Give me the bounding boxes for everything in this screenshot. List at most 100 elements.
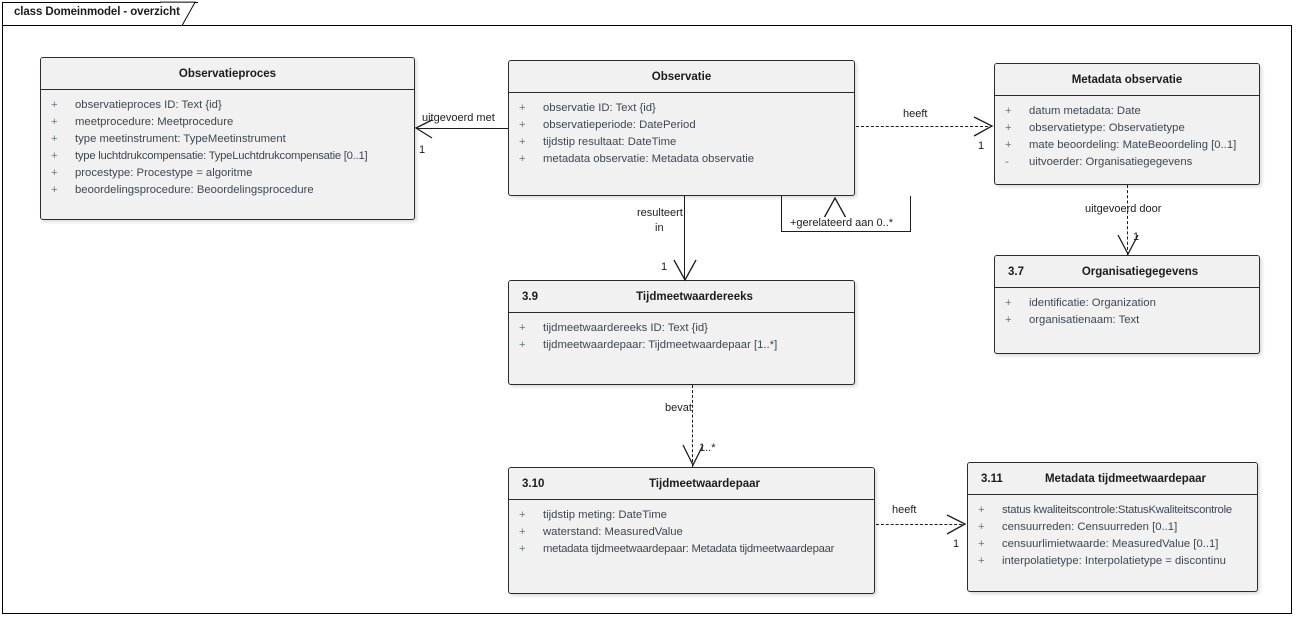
attribute-text: identificatie: Organization — [1029, 297, 1156, 309]
visibility-marker: + — [978, 555, 985, 567]
connector-label-gerelateerd-aan: +gerelateerd aan 0..* — [788, 217, 896, 229]
class-title-observatieproces: Observatieproces — [178, 67, 277, 80]
class-box-metadata-tijdmeetwaardepaar[interactable]: 3.11 Metadata tijdmeetwaardepaar + statu… — [967, 462, 1258, 592]
visibility-marker: + — [519, 322, 526, 334]
visibility-marker: + — [519, 526, 526, 538]
attribute-row: + tijdmeetwaardereeks ID: Text {id} — [509, 320, 854, 337]
attribute-text: type meetinstrument: TypeMeetinstrument — [75, 133, 286, 145]
visibility-marker: + — [519, 102, 526, 114]
class-box-metadata-observatie[interactable]: Metadata observatie + datum metadata: Da… — [994, 63, 1260, 185]
open-arrowhead-icon-bevat — [682, 444, 704, 467]
class-title-metadata-tijdmeetwaardepaar: Metadata tijdmeetwaardepaar — [1044, 472, 1207, 485]
visibility-marker: + — [978, 521, 985, 533]
connector-multiplicity-bevat: 1..* — [699, 442, 716, 454]
class-header-tijdmeetwaardepaar: 3.10 Tijdmeetwaardepaar — [509, 468, 874, 500]
class-box-organisatiegegevens[interactable]: 3.7 Organisatiegegevens + identificatie:… — [994, 255, 1260, 354]
attribute-row: + observatieproces ID: Text {id} — [41, 97, 414, 114]
connector-multiplicity-uitgevoerd-met: 1 — [419, 144, 426, 156]
visibility-marker: + — [1005, 297, 1012, 309]
visibility-marker: + — [1005, 314, 1012, 326]
attribute-row: + censuurreden: Censuurreden [0..1] — [968, 519, 1257, 536]
attribute-text: type luchtdrukcompensatie: TypeLuchtdruk… — [75, 150, 368, 162]
attribute-text: metadata tijdmeetwaardepaar: Metadata ti… — [543, 543, 835, 555]
class-box-observatieproces[interactable]: Observatieproces + observatieproces ID: … — [40, 57, 415, 220]
class-title-tijdmeetwaardereeks: Tijdmeetwaardereeks — [636, 290, 753, 303]
class-box-tijdmeetwaardereeks[interactable]: 3.9 Tijdmeetwaardereeks + tijdmeetwaarde… — [508, 280, 855, 385]
class-title-tijdmeetwaardepaar: Tijdmeetwaardepaar — [648, 477, 760, 490]
attribute-row: + type meetinstrument: TypeMeetinstrumen… — [41, 131, 414, 148]
class-header-metadata-tijdmeetwaardepaar: 3.11 Metadata tijdmeetwaardepaar — [968, 463, 1257, 495]
visibility-marker: + — [51, 184, 58, 196]
class-header-observatie: Observatie — [509, 61, 854, 93]
attribute-text: tijdstip resultaat: DateTime — [543, 136, 677, 148]
attribute-row: + interpolatietype: Interpolatietype = d… — [968, 553, 1257, 570]
attribute-text: censuurlimietwaarde: MeasuredValue [0..1… — [1002, 538, 1219, 550]
attribute-row: + identificatie: Organization — [995, 295, 1259, 312]
attribute-row: + observatieperiode: DatePeriod — [509, 117, 854, 134]
class-attributes-organisatiegegevens: + identificatie: Organization + organisa… — [995, 288, 1259, 336]
visibility-marker: + — [51, 133, 58, 145]
visibility-marker: + — [51, 150, 58, 162]
attribute-row: - uitvoerder: Organisatiegegevens — [995, 154, 1259, 171]
attribute-row: + tijdmeetwaardepaar: Tijdmeetwaardepaar… — [509, 337, 854, 354]
visibility-marker: + — [51, 116, 58, 128]
class-header-metadata-observatie: Metadata observatie — [995, 64, 1259, 96]
class-box-tijdmeetwaardepaar[interactable]: 3.10 Tijdmeetwaardepaar + tijdstip metin… — [508, 467, 875, 594]
open-arrowhead-icon-heeft-metadata-observatie — [973, 116, 994, 137]
class-header-organisatiegegevens: 3.7 Organisatiegegevens — [995, 256, 1259, 288]
attribute-row: + metadata observatie: Metadata observat… — [509, 151, 854, 168]
open-arrowhead-icon-uitgevoerd-door — [1117, 234, 1139, 256]
attribute-row: + status kwaliteitscontrole:StatusKwalit… — [968, 502, 1257, 519]
class-number-organisatiegegevens: 3.7 — [1008, 265, 1024, 278]
connector-label-resulteert-in-line1: resulteert — [637, 207, 683, 219]
class-title-observatie: Observatie — [651, 70, 712, 83]
visibility-marker: + — [519, 509, 526, 521]
diagram-title: class Domeinmodel - overzicht — [14, 6, 180, 18]
attribute-row: + datum metadata: Date — [995, 103, 1259, 120]
class-box-observatie[interactable]: Observatie + observatie ID: Text {id} + … — [508, 60, 855, 196]
connector-label-heeft-metadata-paar: heeft — [892, 504, 917, 516]
visibility-marker: + — [519, 153, 526, 165]
connector-line-bevat — [692, 385, 693, 467]
class-attributes-observatie: + observatie ID: Text {id} + observatiep… — [509, 93, 854, 175]
visibility-marker: + — [978, 538, 985, 550]
class-title-metadata-observatie: Metadata observatie — [1071, 73, 1183, 86]
attribute-row: + tijdstip meting: DateTime — [509, 507, 874, 524]
connector-label-resulteert-in-line2: in — [655, 222, 664, 234]
attribute-text: procestype: Procestype = algoritme — [75, 167, 253, 179]
attribute-row: + tijdstip resultaat: DateTime — [509, 134, 854, 151]
attribute-text: meetprocedure: Meetprocedure — [75, 116, 234, 128]
connector-line-heeft-metadata-paar — [876, 524, 962, 525]
visibility-marker: + — [1005, 139, 1012, 151]
class-title-organisatiegegevens: Organisatiegegevens — [1081, 265, 1199, 278]
visibility-marker: + — [519, 543, 526, 555]
diagram-frame-tab-slant-icon — [160, 1, 196, 27]
connector-multiplicity-uitgevoerd-door: 1 — [1133, 231, 1140, 243]
attribute-row: + waterstand: MeasuredValue — [509, 524, 874, 541]
attribute-row: + metadata tijdmeetwaardepaar: Metadata … — [509, 541, 874, 558]
class-attributes-metadata-observatie: + datum metadata: Date + observatietype:… — [995, 96, 1259, 178]
connector-label-uitgevoerd-door: uitgevoerd door — [1085, 203, 1162, 215]
connector-line-gerelateerd-aan-bottom — [781, 231, 911, 232]
open-arrowhead-icon-heeft-metadata-paar — [946, 514, 967, 535]
attribute-text: observatietype: Observatietype — [1029, 122, 1185, 134]
attribute-row: + censuurlimietwaarde: MeasuredValue [0.… — [968, 536, 1257, 553]
visibility-marker: + — [1005, 105, 1012, 117]
open-arrowhead-icon-resulteert-in — [673, 259, 697, 282]
attribute-text: metadata observatie: Metadata observatie — [543, 153, 755, 165]
visibility-marker: - — [1005, 156, 1009, 168]
attribute-row: + beoordelingsprocedure: Beoordelingspro… — [41, 182, 414, 199]
connector-label-heeft-metadata-observatie: heeft — [903, 108, 928, 120]
attribute-row: + meetprocedure: Meetprocedure — [41, 114, 414, 131]
connector-line-gerelateerd-aan-up — [910, 196, 911, 232]
connector-label-uitgevoerd-met: uitgevoerd met — [422, 112, 495, 124]
attribute-text: mate beoordeling: MateBeoordeling [0..1] — [1029, 139, 1237, 151]
attribute-text: status kwaliteitscontrole:StatusKwalitei… — [1002, 504, 1232, 516]
class-header-observatieproces: Observatieproces — [41, 58, 414, 90]
attribute-text: organisatienaam: Text — [1029, 314, 1140, 326]
class-number-tijdmeetwaardereeks: 3.9 — [522, 290, 538, 303]
attribute-text: waterstand: MeasuredValue — [543, 526, 683, 538]
visibility-marker: + — [51, 99, 58, 111]
visibility-marker: + — [519, 339, 526, 351]
